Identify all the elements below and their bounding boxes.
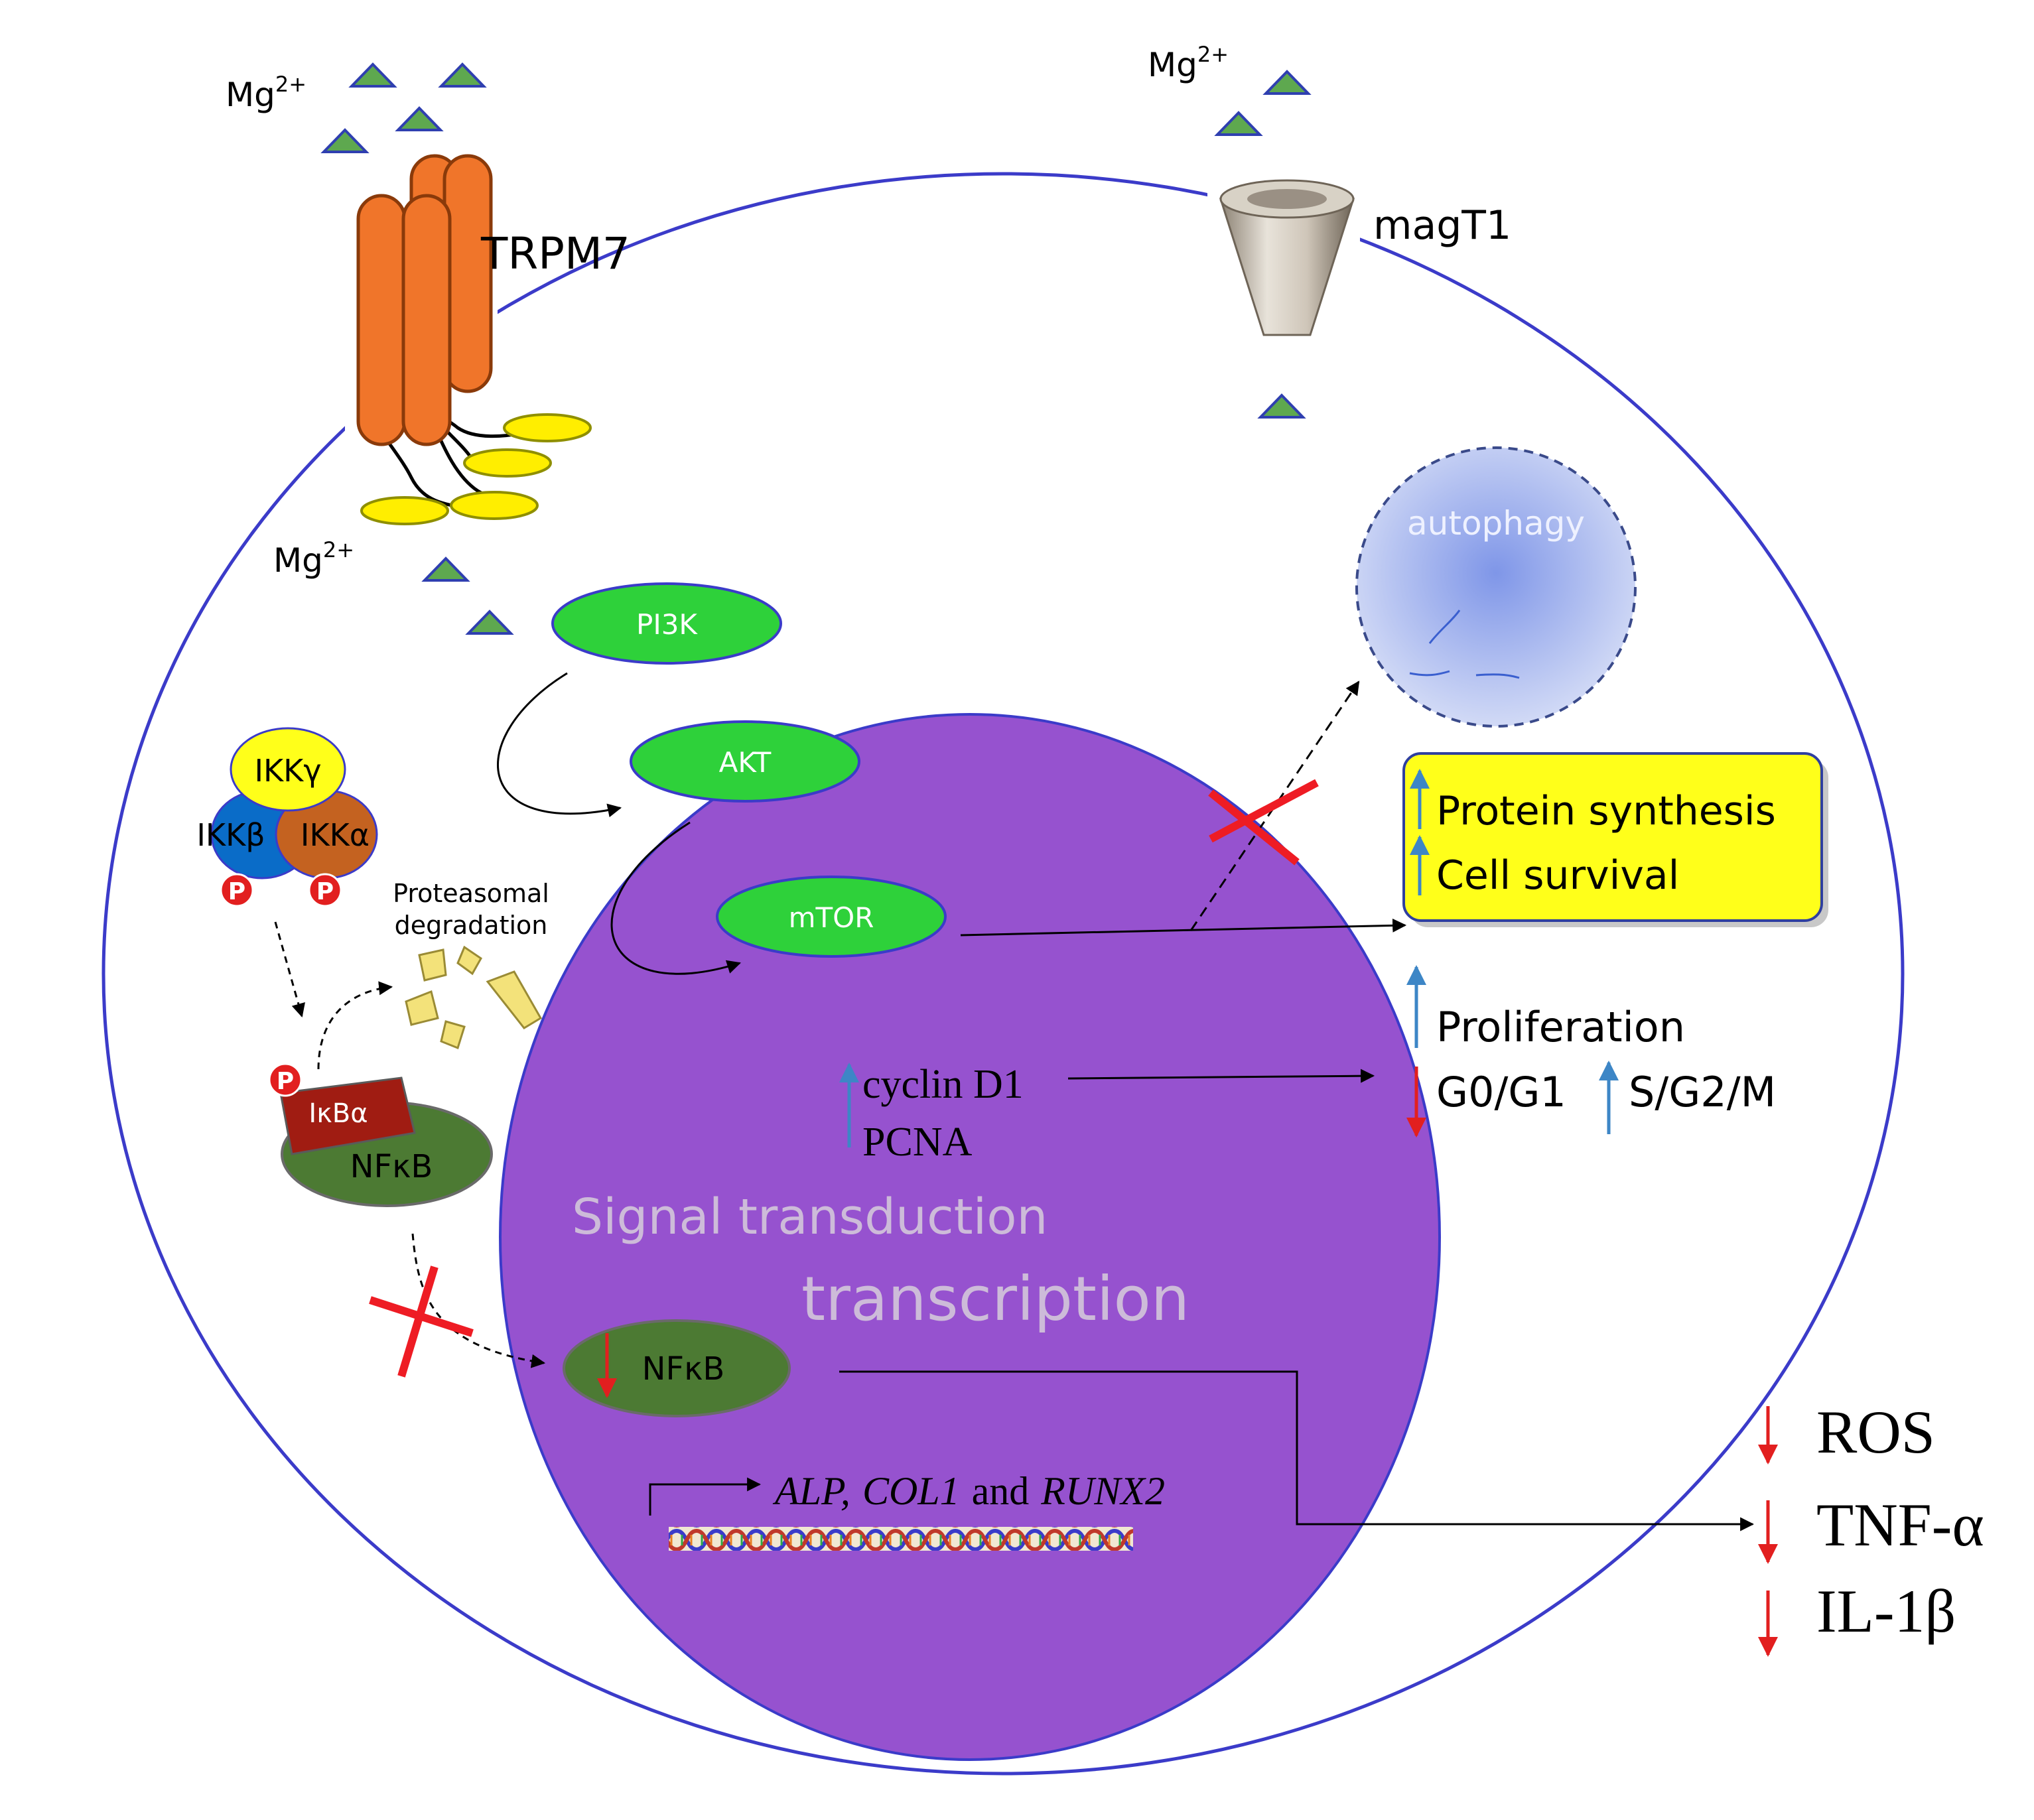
mg-ion-triangle bbox=[1262, 70, 1312, 95]
proliferation-label: Proliferation bbox=[1436, 1003, 1685, 1051]
nuclear-nfkb-label: NFκB bbox=[642, 1350, 725, 1388]
phosphate-badge bbox=[220, 873, 254, 907]
phosphate-label: P bbox=[277, 1068, 294, 1095]
arrow-mtor-to-outcomes bbox=[960, 918, 1407, 937]
cytoplasmic-nfkb-label: NFκB bbox=[350, 1148, 433, 1185]
arrow-pi3k-to-akt bbox=[497, 672, 622, 818]
pi3k-label: PI3K bbox=[636, 608, 698, 641]
pi3k-node bbox=[551, 582, 782, 665]
transcription-start-arrow bbox=[649, 1477, 762, 1516]
degradation-label: degradation bbox=[395, 911, 548, 940]
ikk-gamma-label: IKKγ bbox=[254, 753, 321, 789]
autophagy-label: autophagy bbox=[1407, 504, 1585, 543]
arrow-ikk-to-ikba bbox=[274, 921, 305, 1018]
proteasomal-label: Proteasomal bbox=[393, 879, 549, 908]
arrow-akt-to-mtor bbox=[610, 821, 742, 975]
ikk-complex bbox=[210, 727, 378, 879]
outcomes-box bbox=[1402, 752, 1823, 922]
phosphate-label: P bbox=[316, 878, 334, 905]
nfkb-inhibition-cross bbox=[369, 1266, 474, 1378]
il1b-label: IL-1β bbox=[1816, 1577, 1956, 1645]
protein-synthesis-label: Protein synthesis bbox=[1436, 788, 1776, 834]
cell-membrane bbox=[102, 172, 1905, 1776]
mg-ion-triangle bbox=[1214, 111, 1263, 136]
magt1-label: magT1 bbox=[1373, 202, 1511, 249]
mg-ion-triangle bbox=[320, 128, 370, 153]
ikba-label: IκBα bbox=[308, 1098, 368, 1129]
mg-ion-triangle bbox=[465, 610, 514, 635]
degradation-fragments bbox=[405, 945, 543, 1049]
ikk-alpha-label: IKKα bbox=[301, 817, 370, 853]
phosphate-badge bbox=[308, 873, 342, 907]
transcription-label: transcription bbox=[801, 1264, 1189, 1334]
autophagosome bbox=[1355, 446, 1637, 728]
arrow-mtor-to-autophagy bbox=[1189, 681, 1360, 931]
ros-label: ROS bbox=[1816, 1398, 1935, 1466]
arrow-nfkb-to-cytokines bbox=[839, 1370, 1755, 1531]
akt-label: AKT bbox=[719, 746, 772, 779]
gene-alp: ALP, bbox=[772, 1469, 850, 1513]
mg-label: Mg2+ bbox=[1148, 42, 1229, 84]
sg2m-label: S/G2/M bbox=[1629, 1068, 1776, 1116]
akt-node bbox=[630, 720, 860, 803]
arrow-ikba-to-degradation bbox=[317, 981, 393, 1070]
phosphate-label: P bbox=[228, 878, 245, 905]
trpm7-label: TRPM7 bbox=[480, 228, 630, 279]
gene-runx2: RUNX2 bbox=[1040, 1469, 1165, 1513]
mg-label: Mg2+ bbox=[226, 72, 306, 114]
mg-ion-triangle bbox=[395, 106, 444, 131]
autophagy-inhibition-cross bbox=[1208, 779, 1319, 866]
phosphate-badge bbox=[268, 1063, 303, 1097]
mtor-label: mTOR bbox=[789, 901, 874, 934]
tnf-alpha-label: TNF-α bbox=[1816, 1491, 1984, 1559]
nuclear-nfkb-node bbox=[563, 1319, 791, 1417]
mg-ion-triangle bbox=[438, 62, 487, 88]
pcna-label: PCNA bbox=[862, 1120, 973, 1165]
cell-survival-label: Cell survival bbox=[1436, 852, 1679, 899]
mtor-node bbox=[716, 876, 947, 958]
dna-helix bbox=[669, 1527, 1133, 1551]
mg-ion-triangle bbox=[1257, 393, 1306, 419]
gene-col1: COL1 bbox=[862, 1469, 960, 1513]
ikk-beta-label: IKKβ bbox=[196, 817, 265, 853]
nucleus bbox=[499, 713, 1441, 1761]
signal-transduction-label: Signal transduction bbox=[572, 1189, 1048, 1246]
trpm7-channel bbox=[345, 139, 592, 525]
mg-ion-triangle bbox=[421, 556, 470, 582]
mg-label: Mg2+ bbox=[273, 537, 354, 580]
g0g1-label: G0/G1 bbox=[1436, 1068, 1566, 1116]
mg-ion-triangle bbox=[348, 62, 397, 88]
cyclin-d1-label: cyclin D1 bbox=[862, 1062, 1024, 1107]
mg-ions bbox=[320, 62, 1312, 635]
magt1-channel bbox=[1207, 179, 1360, 345]
ikba-node bbox=[279, 1076, 416, 1155]
arrow-nfkb-translocation bbox=[411, 1233, 546, 1368]
arrow-cyclin-to-proliferation bbox=[1067, 1069, 1375, 1083]
